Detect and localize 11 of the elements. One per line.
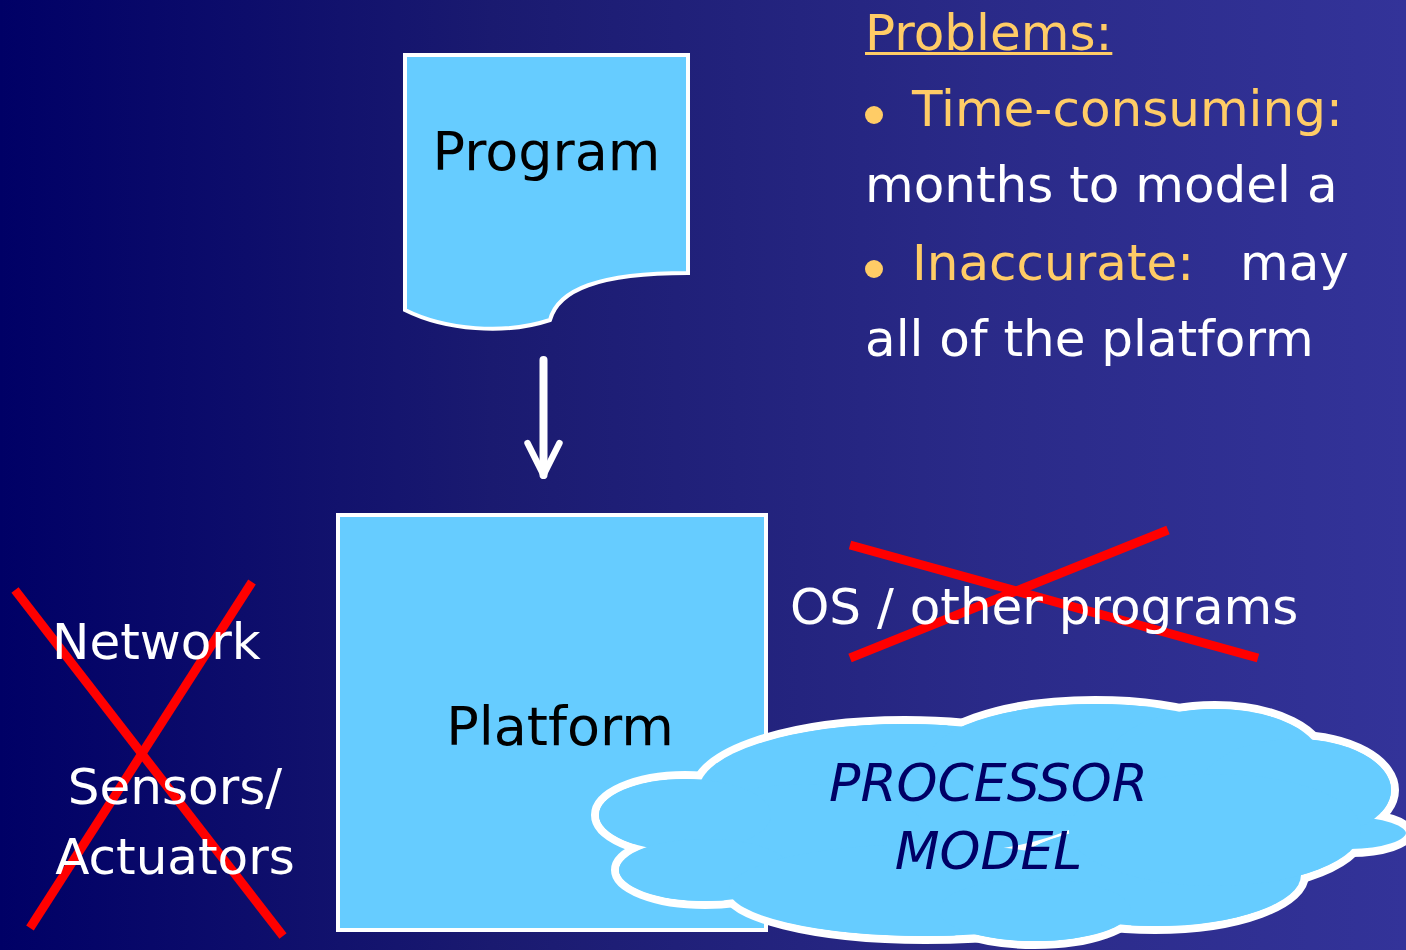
body-text: months to model a [865, 160, 1338, 210]
body-text: may [1240, 238, 1349, 288]
arrow [524, 356, 563, 479]
body-text: all of the platform [865, 314, 1314, 364]
heading-text: Problems: [865, 8, 1113, 58]
document-shape [403, 53, 690, 331]
node-label: Program [432, 119, 661, 186]
node-label: Platform [446, 694, 674, 761]
node-label: PROCESSOR MODEL [828, 752, 1149, 883]
bullet-text: Inaccurate: [912, 238, 1195, 288]
bullet-text: Time-consuming: [912, 84, 1343, 134]
